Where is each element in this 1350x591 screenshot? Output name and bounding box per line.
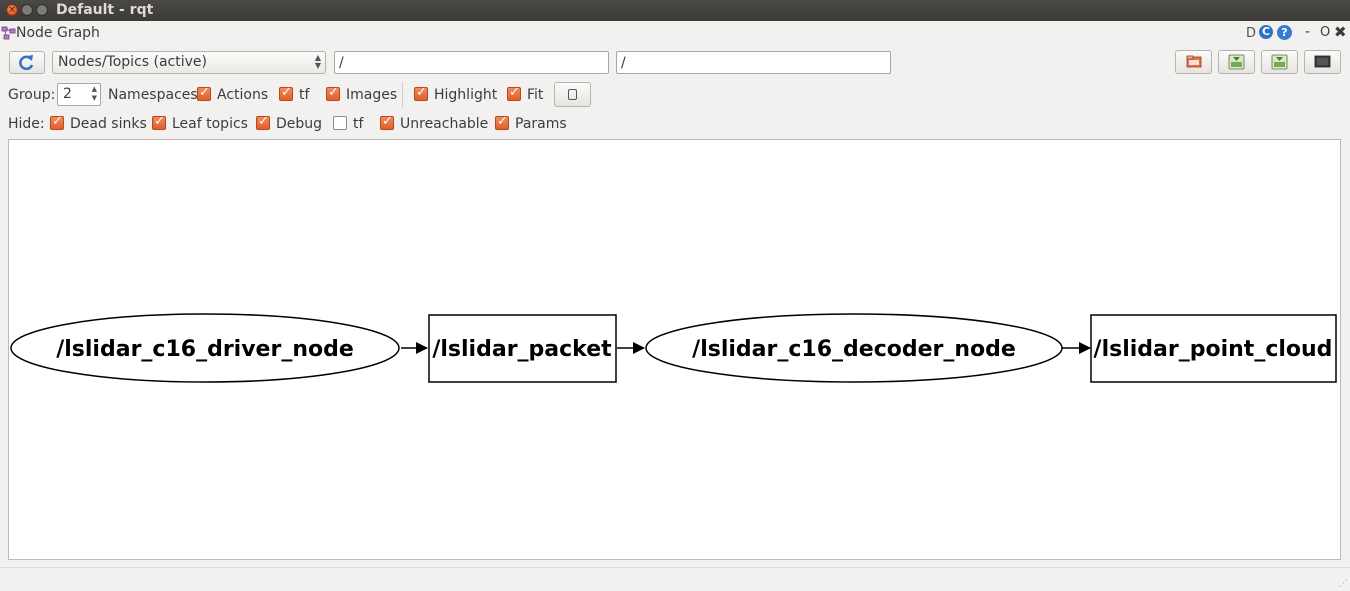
save-svg-button[interactable]: [1261, 50, 1298, 74]
open-icon: [1186, 55, 1202, 68]
save-dot-button[interactable]: [1218, 50, 1255, 74]
plugin-title: Node Graph: [16, 25, 100, 41]
group-spinbox[interactable]: 2 ▲▼: [57, 83, 101, 106]
leaf-topics-checkbox[interactable]: [152, 114, 166, 130]
debug-label: Debug: [276, 116, 323, 132]
node-filter-input[interactable]: [335, 52, 608, 73]
params-label: Params: [515, 116, 567, 132]
topic-filter-field[interactable]: [616, 51, 891, 74]
plugin-minimize-button[interactable]: -: [1305, 24, 1311, 40]
debug-checkbox[interactable]: [256, 114, 270, 130]
actions-checkbox[interactable]: [279, 85, 293, 101]
dead-sinks-checkbox[interactable]: [50, 114, 64, 130]
unreachable-label: Unreachable: [400, 116, 489, 132]
reload-plugin-icon[interactable]: C: [1259, 25, 1273, 39]
group-label: Group:: [8, 87, 56, 103]
graph-node-decoder[interactable]: /lslidar_c16_decoder_node: [645, 313, 1063, 383]
fit-view-icon: [568, 89, 577, 100]
graph-node-driver[interactable]: /lslidar_c16_driver_node: [10, 313, 400, 383]
unreachable-checkbox[interactable]: [380, 114, 394, 130]
refresh-graph-button[interactable]: [9, 51, 45, 74]
topic-filter-input[interactable]: [617, 52, 890, 73]
node-graph[interactable]: /lslidar_c16_driver_node /lslidar_packet…: [9, 140, 1340, 559]
separator: [402, 82, 403, 108]
screen-icon: [1314, 55, 1331, 68]
params-checkbox[interactable]: [495, 114, 509, 130]
fit-label: Fit: [527, 87, 544, 103]
graph-canvas[interactable]: /lslidar_c16_driver_node /lslidar_packet…: [8, 139, 1341, 560]
fit-in-view-button[interactable]: [554, 82, 591, 107]
topic-label: /lslidar_point_cloud: [1094, 337, 1333, 362]
window-title-bar: × Default - rqt: [0, 0, 1350, 21]
load-dot-button[interactable]: [1175, 50, 1212, 74]
close-icon: ×: [8, 5, 16, 15]
actions-label: Actions: [217, 87, 269, 103]
hide-label: Hide:: [8, 116, 45, 132]
node-ellipse: [645, 313, 1063, 383]
tf-label: tf: [299, 87, 310, 103]
hide-tf-label: tf: [353, 116, 364, 132]
highlight-label: Highlight: [434, 87, 498, 103]
namespaces-checkbox[interactable]: [197, 85, 211, 101]
status-bar: ⋰: [0, 567, 1350, 591]
plugin-float-button[interactable]: O: [1320, 25, 1331, 40]
leaf-topics-label: Leaf topics: [172, 116, 248, 132]
node-graph-icon: [1, 26, 16, 40]
graph-mode-select[interactable]: Nodes/Topics (active) ▲▼: [52, 51, 326, 74]
d-icon[interactable]: D: [1246, 26, 1257, 41]
plugin-close-button[interactable]: ✖: [1334, 23, 1347, 41]
tf-checkbox[interactable]: [326, 85, 340, 101]
node-ellipse: [10, 313, 400, 383]
graph-topic-packet[interactable]: /lslidar_packet: [428, 314, 617, 383]
topic-label: /lslidar_packet: [432, 337, 612, 362]
node-label: /lslidar_c16_decoder_node: [692, 337, 1016, 362]
hide-tf-checkbox[interactable]: [333, 116, 347, 130]
resize-grip-icon[interactable]: ⋰: [1339, 579, 1348, 589]
refresh-icon: [19, 55, 34, 71]
spin-arrows-icon[interactable]: ▲▼: [91, 85, 97, 102]
namespaces-label: Namespaces: [108, 87, 198, 103]
window-minimize-button[interactable]: [21, 4, 33, 16]
help-icon[interactable]: ?: [1277, 25, 1292, 40]
graph-topic-point-cloud[interactable]: /lslidar_point_cloud: [1090, 314, 1337, 383]
node-label: /lslidar_c16_driver_node: [56, 337, 354, 362]
window-maximize-button[interactable]: [36, 4, 48, 16]
dead-sinks-label: Dead sinks: [70, 116, 147, 132]
window-close-button[interactable]: ×: [6, 4, 18, 16]
plugin-header: [0, 22, 1350, 44]
save-image-icon: [1271, 54, 1288, 70]
group-value: 2: [63, 86, 72, 102]
combo-arrows-icon: ▲▼: [314, 53, 321, 70]
images-label: Images: [346, 87, 398, 103]
fit-checkbox[interactable]: [507, 85, 521, 101]
graph-mode-value: Nodes/Topics (active): [58, 54, 207, 70]
topic-box: [428, 314, 617, 383]
save-image-button[interactable]: [1304, 50, 1341, 74]
save-dot-icon: [1228, 54, 1245, 70]
topic-box: [1090, 314, 1337, 383]
window-title: Default - rqt: [56, 2, 154, 18]
node-filter-field[interactable]: [334, 51, 609, 74]
highlight-checkbox[interactable]: [414, 85, 428, 101]
